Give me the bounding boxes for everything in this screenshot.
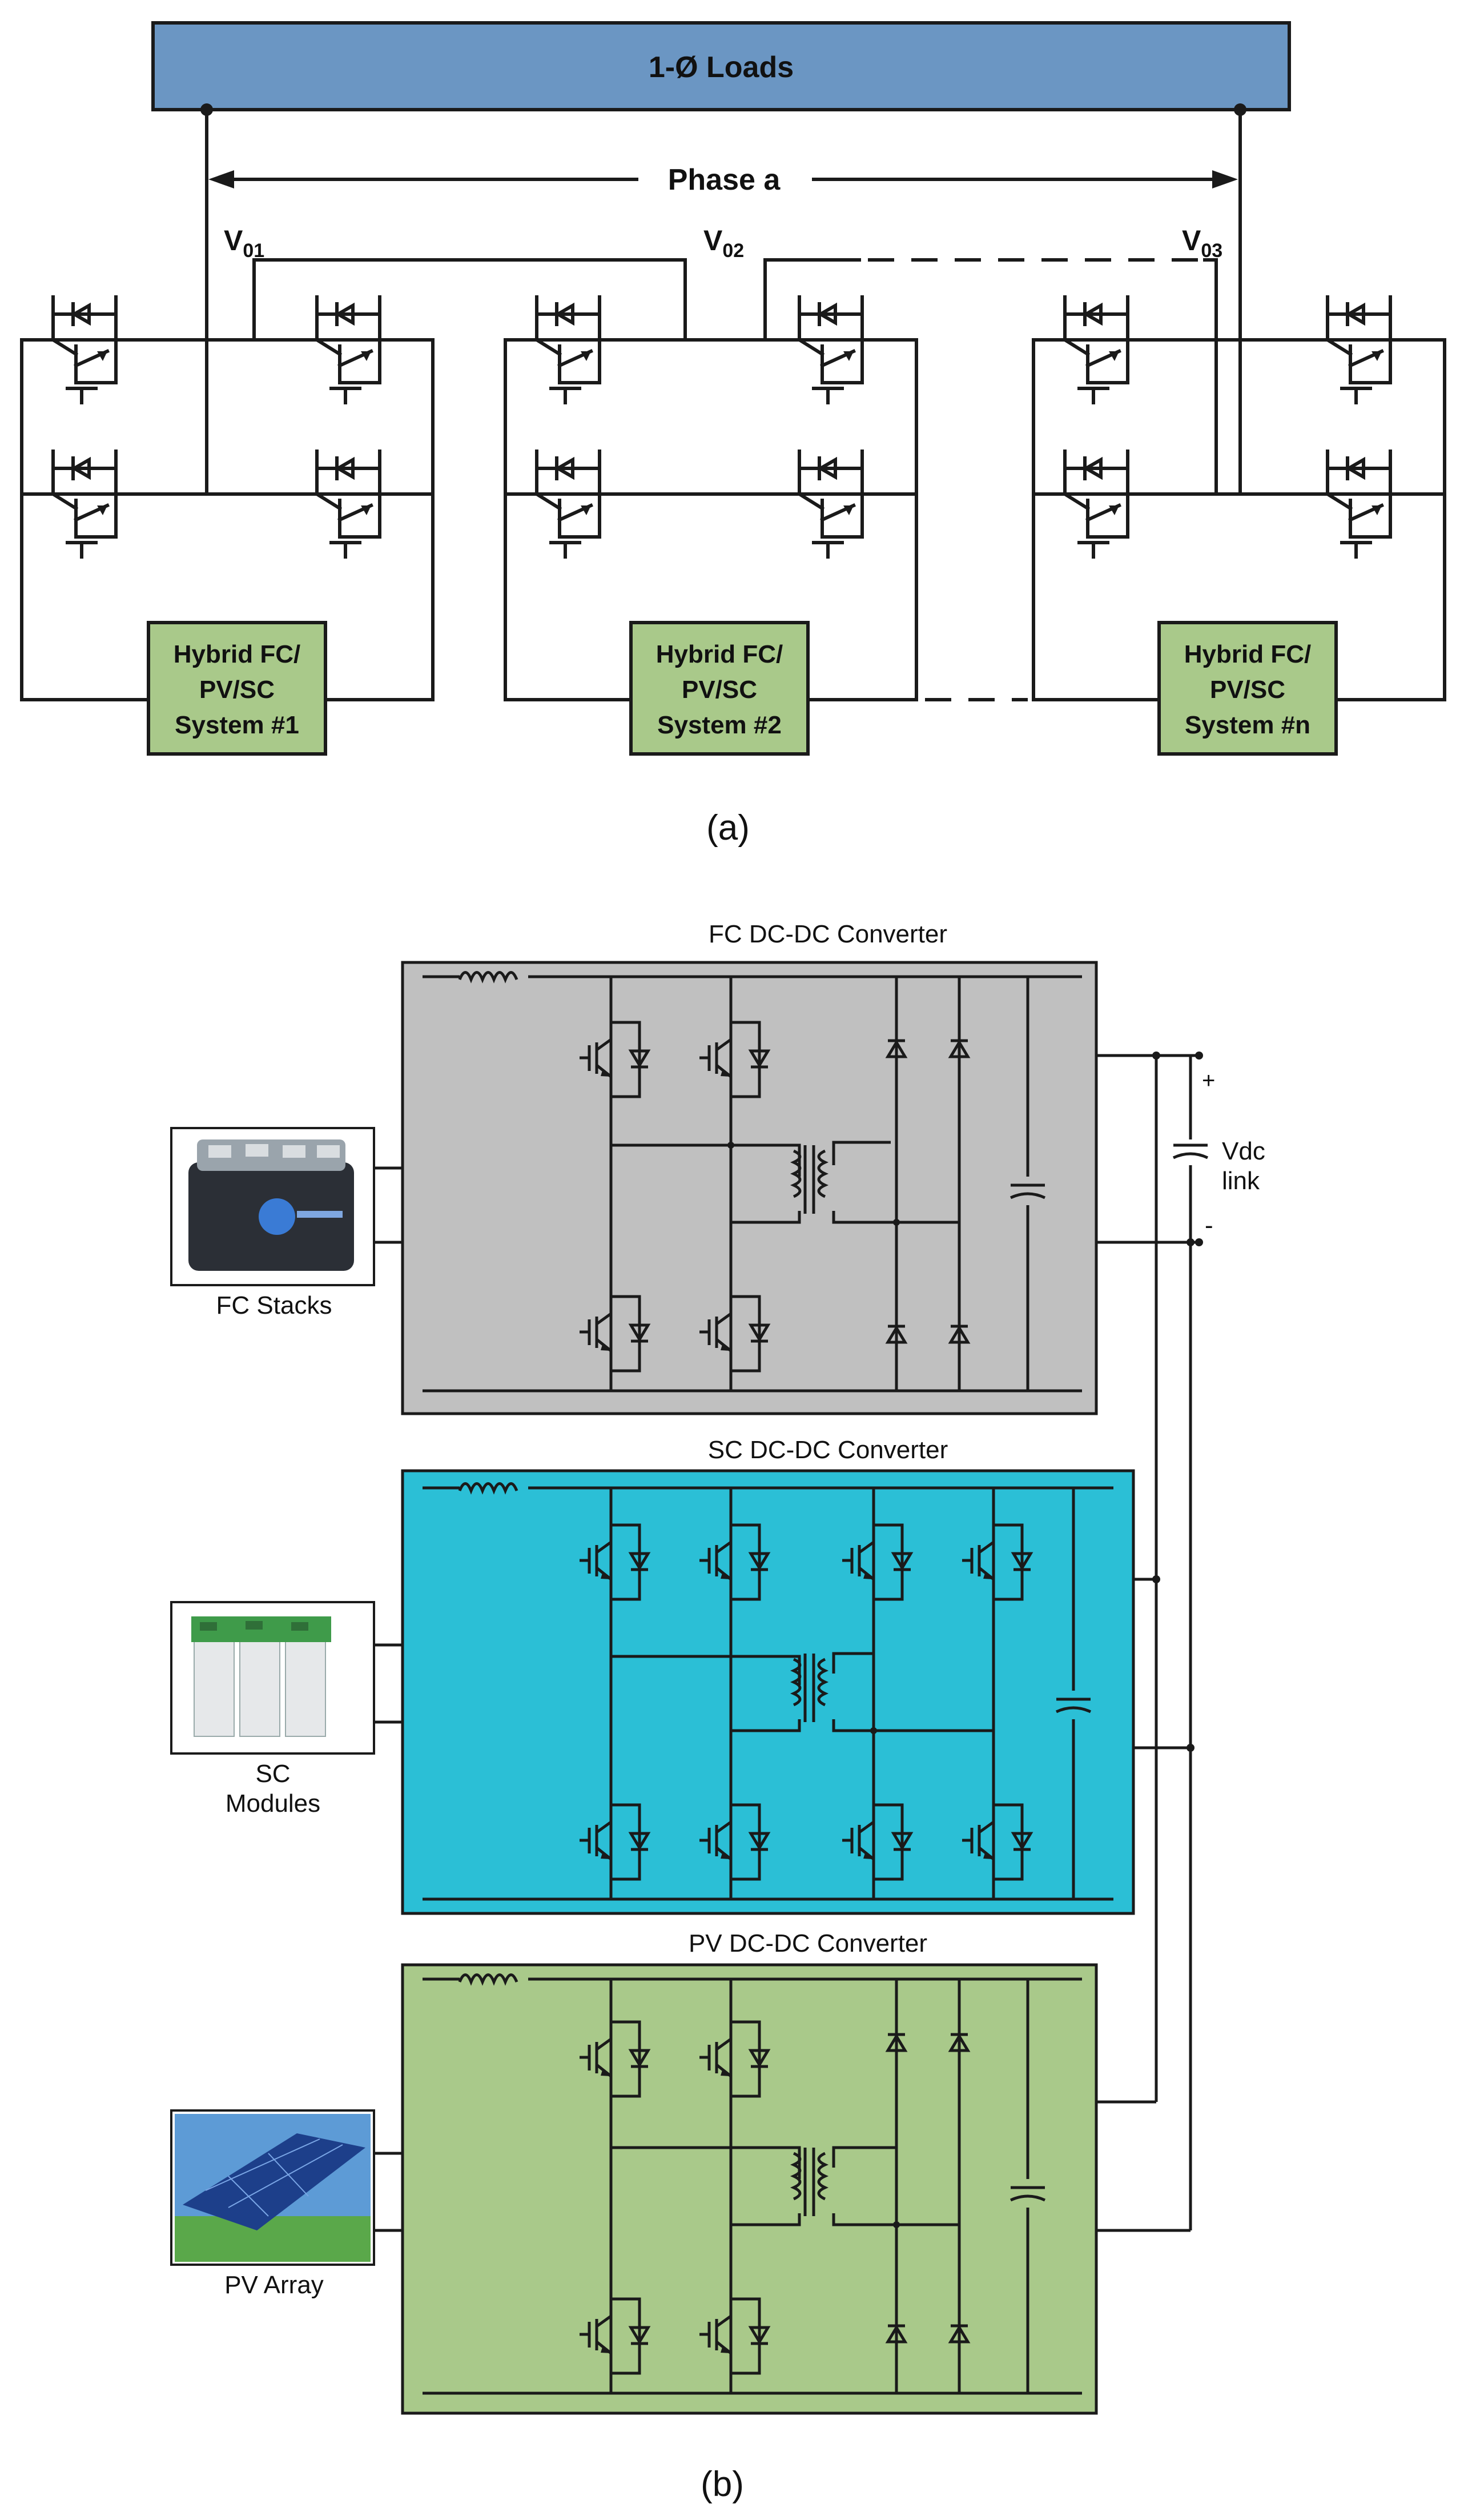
pv-converter: PV DC-DC Converter [374, 1929, 1098, 2415]
pv-converter-title: PV DC-DC Converter [689, 1929, 927, 1957]
svg-text:System #1: System #1 [175, 711, 299, 739]
dc-link-bus [1096, 1052, 1208, 2232]
panel-b: FC DC-DC Converter [170, 920, 1265, 2504]
loads-bar [151, 21, 1291, 111]
solar-panel-icon [170, 2109, 375, 2266]
fc-converter: FC DC-DC Converter [374, 920, 1098, 1415]
svg-text:Hybrid FC/: Hybrid FC/ [1184, 640, 1311, 668]
caption-a: (a) [706, 808, 750, 848]
dc-link-label-1: Vdc [1222, 1137, 1265, 1165]
svg-text:PV/SC: PV/SC [682, 676, 757, 704]
dc-link-label-2: link [1222, 1167, 1260, 1195]
sc-modules-label-1: SC [255, 1760, 290, 1788]
voltage-label-v03: V03 [1182, 224, 1222, 262]
svg-text:System #n: System #n [1185, 711, 1310, 739]
voltage-label-v02: V02 [703, 224, 744, 262]
svg-text:PV/SC: PV/SC [199, 676, 275, 704]
caption-b: (b) [701, 2465, 744, 2504]
svg-text:PV/SC: PV/SC [1210, 676, 1285, 704]
sc-converter-title: SC DC-DC Converter [708, 1436, 948, 1464]
svg-text:System #2: System #2 [657, 711, 782, 739]
fc-converter-title: FC DC-DC Converter [709, 920, 947, 948]
svg-text:Hybrid FC/: Hybrid FC/ [174, 640, 300, 668]
hybrid-system-n: Hybrid FC/ PV/SC System #n [1157, 621, 1338, 756]
voltage-label-v01: V01 [224, 224, 264, 262]
phase-a-arrow [208, 170, 1238, 188]
supercapacitor-modules-icon [170, 1601, 375, 1755]
svg-text:Hybrid FC/: Hybrid FC/ [656, 640, 783, 668]
phase-label: Phase a [668, 163, 781, 196]
pv-array-label: PV Array [224, 2271, 324, 2299]
hybrid-system-1: Hybrid FC/ PV/SC System #1 [147, 621, 327, 756]
panel-a: 1-Ø Loads Phase a V01 V02 V03 [20, 21, 1446, 848]
loads-label: 1-Ø Loads [649, 51, 794, 84]
hybrid-system-2: Hybrid FC/ PV/SC System #2 [629, 621, 810, 756]
sc-modules-label-2: Modules [226, 1789, 320, 1817]
dc-link-plus: + [1202, 1068, 1215, 1093]
sc-converter: SC DC-DC Converter [374, 1436, 1135, 1915]
fc-stacks-label: FC Stacks [216, 1291, 332, 1319]
fuel-cell-stack-icon [170, 1127, 375, 1286]
dc-link-minus: - [1205, 1211, 1213, 1239]
